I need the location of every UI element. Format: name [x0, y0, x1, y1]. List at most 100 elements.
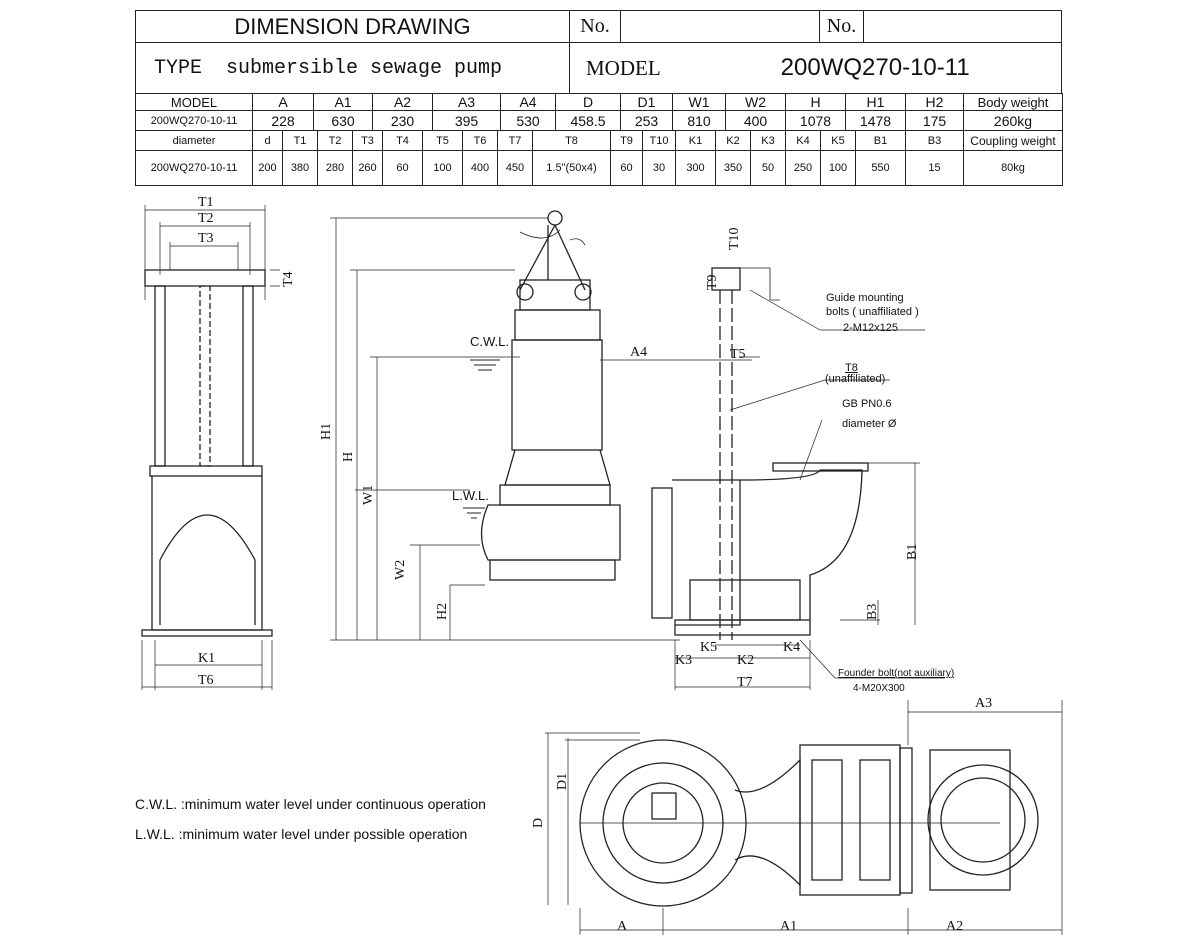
guide-callout-1: Guide mounting	[826, 292, 904, 304]
dimension-label-t4: T4	[281, 271, 296, 287]
dimension-label-h2: H2	[435, 602, 450, 620]
dimension-label-t10: T10	[727, 227, 742, 250]
model-cell: MODEL 200WQ270-10-11	[569, 42, 1062, 94]
table-cell: 450	[497, 150, 533, 186]
table-cell: D	[555, 93, 621, 111]
dimension-label-t7: T7	[737, 675, 753, 690]
table-cell: T6	[462, 130, 498, 151]
table-cell: 175	[905, 110, 964, 131]
table-cell: 228	[252, 110, 314, 131]
table-cell: 1478	[845, 110, 906, 131]
dimension-label-w2: W2	[393, 559, 408, 580]
table-cell: 230	[372, 110, 433, 131]
gb-callout-2: diameter Ø	[842, 418, 897, 430]
table-cell: 630	[313, 110, 373, 131]
dimension-label-w1: W1	[361, 484, 376, 505]
side-view	[141, 205, 280, 690]
table-cell: 30	[642, 150, 676, 186]
dimension-label-a: A	[617, 919, 628, 934]
table-cell: 400	[725, 110, 786, 131]
table-cell: T9	[610, 130, 643, 151]
dimension-label-k3: K3	[675, 653, 693, 668]
table-cell: W2	[725, 93, 786, 111]
founder-callout-1: Founder bolt(not auxiliary)	[838, 668, 955, 679]
dimension-label-t9: T9	[705, 274, 720, 290]
type-value: submersible sewage pump	[226, 56, 503, 80]
table-cell: 80kg	[963, 150, 1063, 186]
type-cell: TYPE submersible sewage pump	[135, 42, 570, 94]
table-cell: T7	[497, 130, 533, 151]
pump-plan-view	[545, 700, 1063, 935]
dimension-label-a2: A2	[946, 919, 964, 934]
table-cell: 50	[750, 150, 786, 186]
dimension-label-t3: T3	[198, 231, 214, 246]
no-value-2	[863, 10, 1062, 43]
table-cell: 200WQ270-10-11	[135, 110, 253, 131]
dimension-label-h1: H1	[319, 422, 334, 440]
dimension-label-t1: T1	[198, 195, 214, 210]
table-cell: T8	[532, 130, 611, 151]
table-cell: T10	[642, 130, 676, 151]
table-cell: A4	[500, 93, 556, 111]
table-cell: 280	[317, 150, 353, 186]
table-cell: T5	[422, 130, 463, 151]
dimension-label-a4: A4	[630, 345, 648, 360]
dimension-label-k1: K1	[198, 651, 216, 666]
no-label-2: No.	[819, 10, 864, 43]
table-cell: T1	[282, 130, 318, 151]
dimension-label-a3: A3	[975, 696, 993, 711]
model-label: MODEL	[586, 55, 661, 80]
table-cell: W1	[672, 93, 726, 111]
table-cell: 250	[785, 150, 821, 186]
table-cell: A3	[432, 93, 501, 111]
dimension-label-b1: B1	[905, 543, 920, 560]
table-cell: 380	[282, 150, 318, 186]
table-cell: 400	[462, 150, 498, 186]
table-cell: A	[252, 93, 314, 111]
table-cell: 200	[252, 150, 283, 186]
table-cell: 253	[620, 110, 673, 131]
table-cell: 60	[610, 150, 643, 186]
table-cell: 350	[715, 150, 751, 186]
lwl-marker: L.W.L.	[452, 488, 489, 503]
table-cell: B1	[855, 130, 906, 151]
dimension-label-t2: T2	[198, 211, 214, 226]
dimension-label-k5: K5	[700, 640, 718, 655]
note-cwl: C.W.L. :minimum water level under contin…	[135, 796, 486, 812]
guide-callout-3: 2-M12x125	[843, 322, 899, 334]
table-cell: H	[785, 93, 846, 111]
table-cell: 15	[905, 150, 964, 186]
table-cell: H2	[905, 93, 964, 111]
dimension-label-k4: K4	[783, 640, 801, 655]
table-cell: K4	[785, 130, 821, 151]
dimension-label-k2: K2	[737, 653, 755, 668]
table-cell: 200WQ270-10-11	[135, 150, 253, 186]
guide-callout-2: bolts ( unaffiliated )	[826, 306, 919, 318]
table-cell: 260	[352, 150, 383, 186]
table-cell: T2	[317, 130, 353, 151]
table-cell: diameter	[135, 130, 253, 151]
model-value: 200WQ270-10-11	[780, 54, 970, 81]
table-cell: K2	[715, 130, 751, 151]
table-cell: 530	[500, 110, 556, 131]
drawing-title: DIMENSION DRAWING	[135, 10, 570, 43]
table-cell: 1078	[785, 110, 846, 131]
table-cell: MODEL	[135, 93, 253, 111]
table-cell: T3	[352, 130, 383, 151]
table-cell: D1	[620, 93, 673, 111]
dimension-label-t5: T5	[730, 347, 746, 362]
table-cell: 300	[675, 150, 716, 186]
table-cell: K5	[820, 130, 856, 151]
dimension-label-b3: B3	[865, 603, 880, 620]
table-cell: 550	[855, 150, 906, 186]
table-cell: 810	[672, 110, 726, 131]
no-value-1	[620, 10, 820, 43]
table-cell: K1	[675, 130, 716, 151]
table-cell: 100	[422, 150, 463, 186]
table-cell: A1	[313, 93, 373, 111]
pump-front-view	[330, 210, 945, 690]
t8-callout-1: T8	[845, 362, 858, 374]
note-lwl: L.W.L. :minimum water level under possib…	[135, 826, 468, 842]
table-cell: Coupling weight	[963, 130, 1063, 151]
